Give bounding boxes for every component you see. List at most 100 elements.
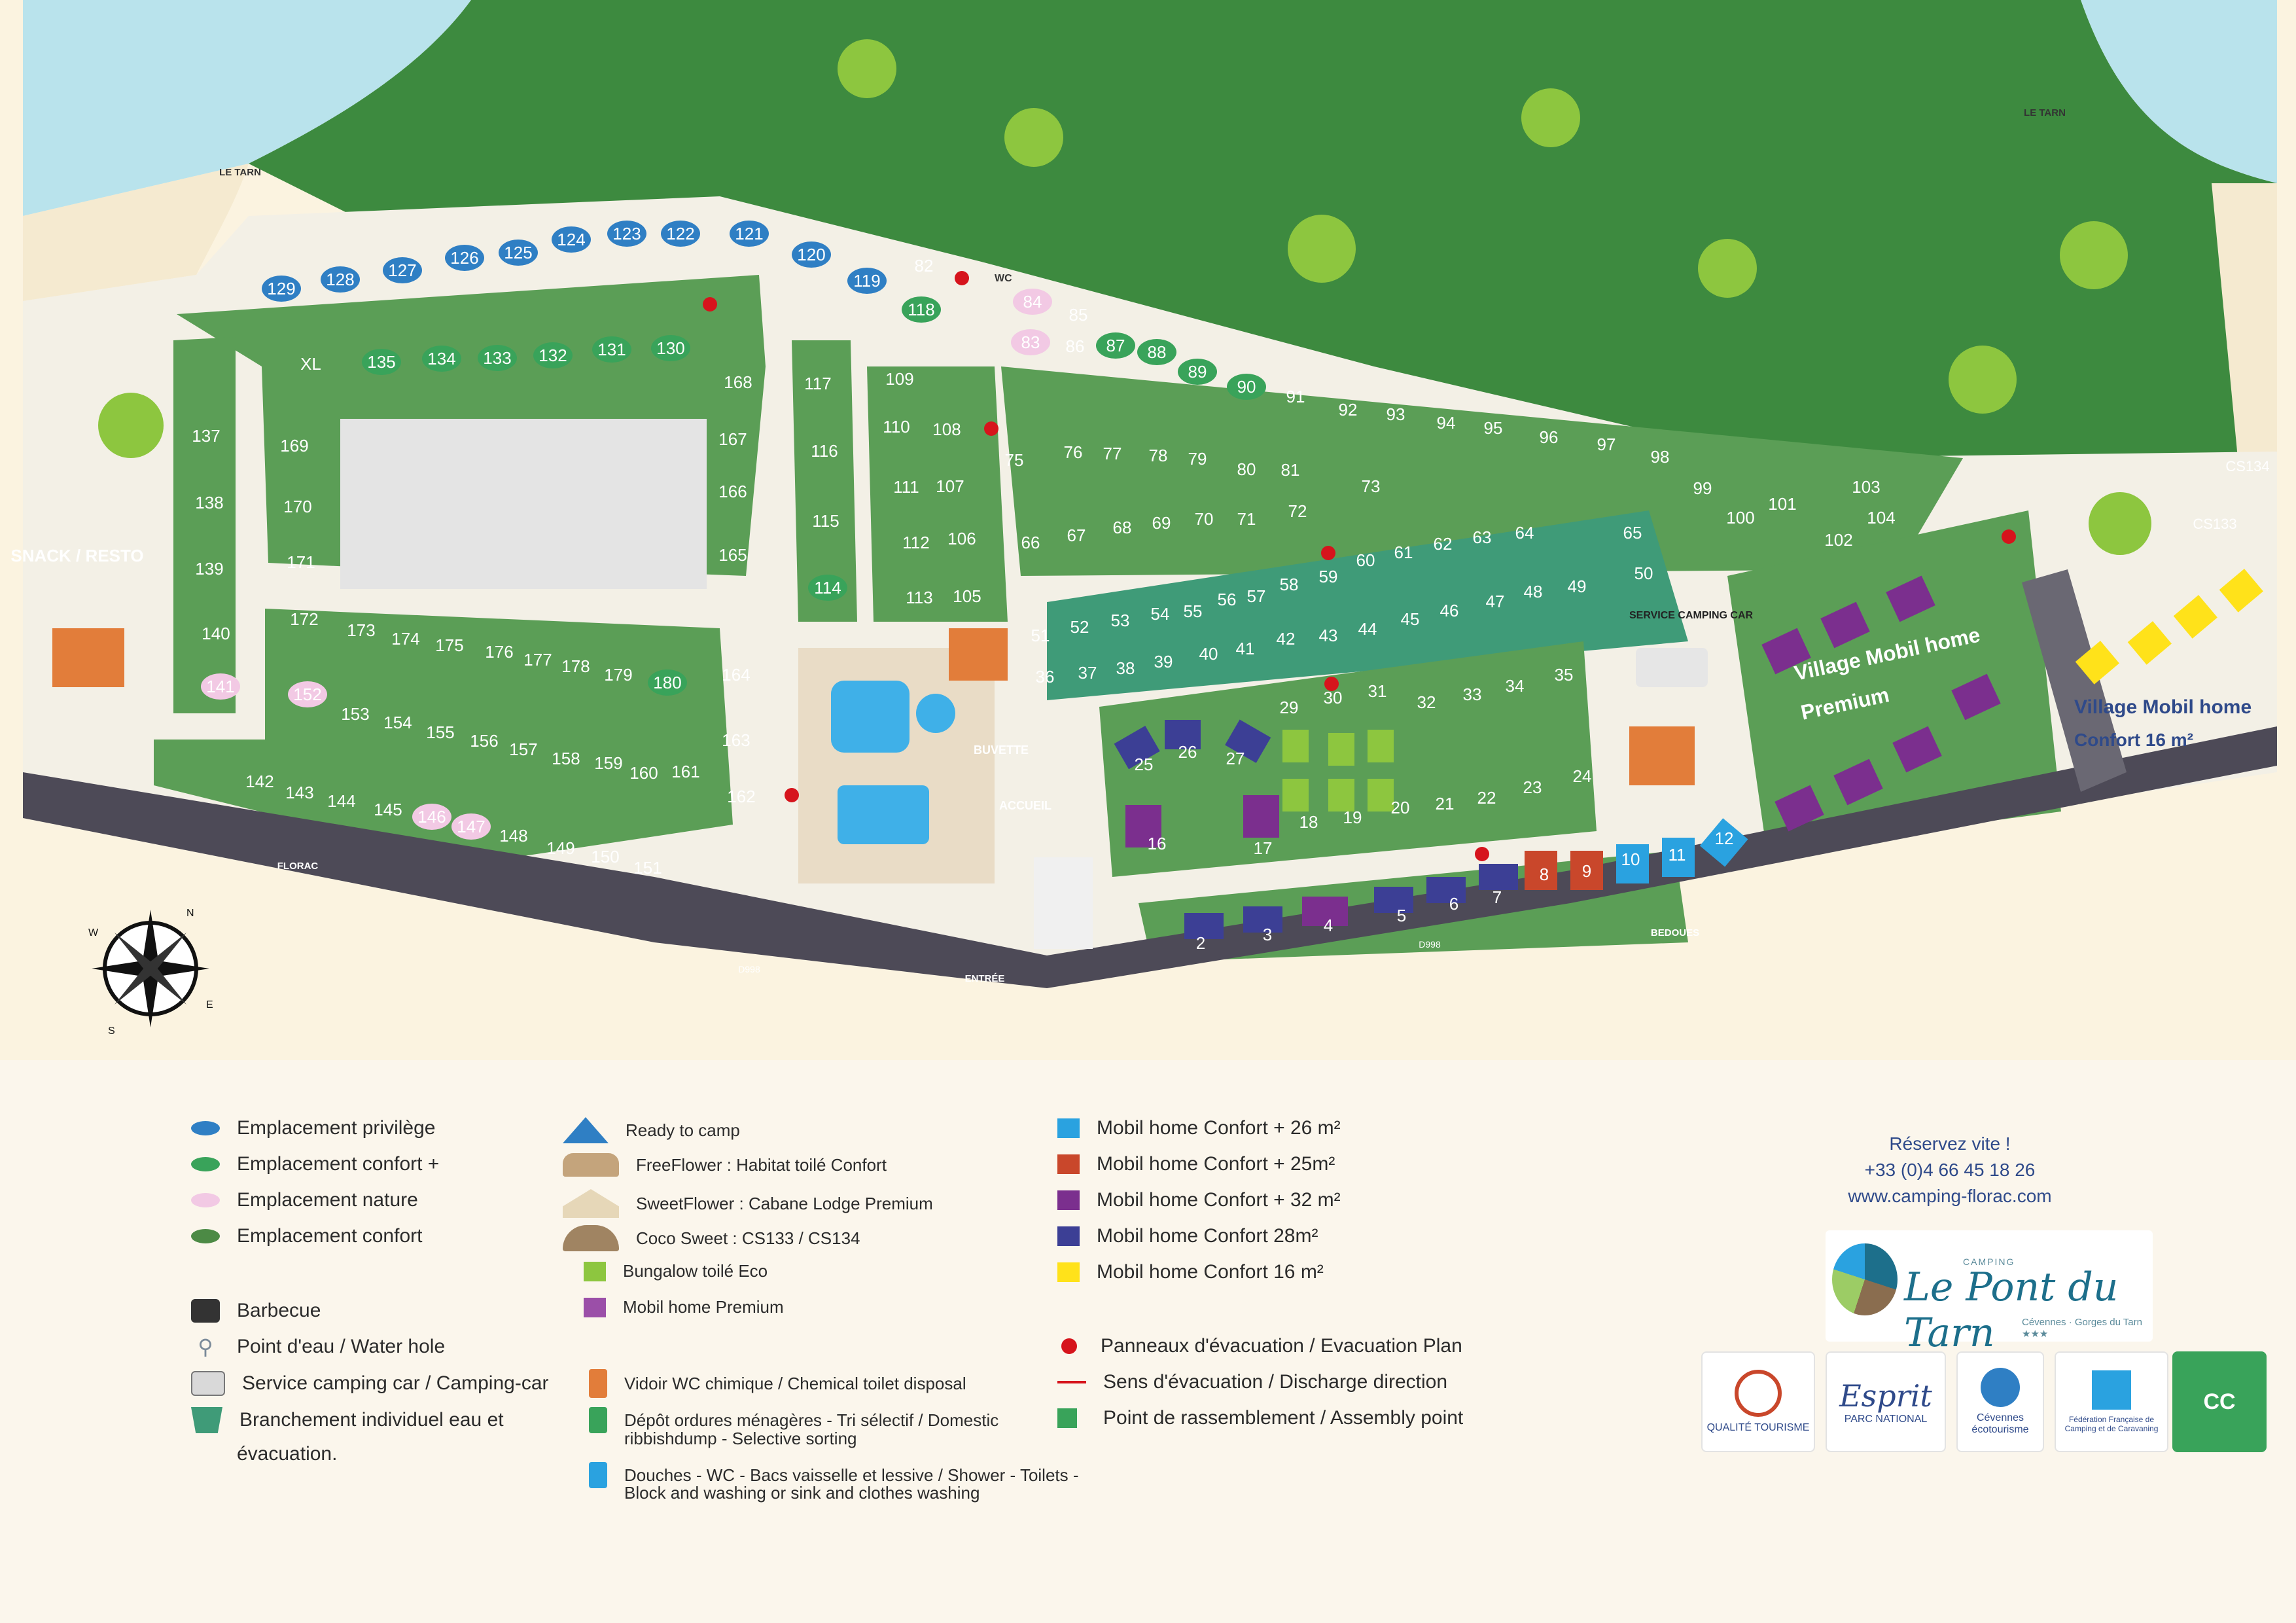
legend-vidoir: Vidoir WC chimique / Chemical toilet dis… bbox=[589, 1369, 966, 1398]
compass-n: N bbox=[186, 908, 194, 919]
pitch-number: 98 bbox=[1651, 447, 1670, 467]
contact-phone[interactable]: +33 (0)4 66 45 18 26 bbox=[1864, 1160, 2036, 1180]
pitch-171: 171 bbox=[287, 552, 315, 572]
pitch-number: 128 bbox=[326, 270, 354, 289]
pitch-number: 56 bbox=[1218, 590, 1237, 609]
pitch-number: 133 bbox=[483, 348, 511, 368]
pitch-123: 123 bbox=[607, 221, 646, 247]
pitch-94: 94 bbox=[1437, 413, 1456, 433]
accueil-building bbox=[1034, 857, 1093, 949]
evacuation-arrow-icon bbox=[1057, 1381, 1086, 1383]
pitch-number: 17 bbox=[1254, 838, 1273, 858]
pitch-number: 94 bbox=[1437, 413, 1456, 433]
legend-assembly: Point de rassemblement / Assembly point bbox=[1057, 1407, 1463, 1429]
pitch-172: 172 bbox=[290, 609, 318, 629]
pitch-number: 124 bbox=[557, 230, 585, 249]
contact-website[interactable]: www.camping-florac.com bbox=[1848, 1186, 2052, 1206]
zone-center-2 bbox=[867, 366, 1008, 622]
pitch-135: 135 bbox=[362, 349, 401, 375]
barbecue-icon bbox=[191, 1299, 220, 1323]
pitch-number: 135 bbox=[367, 352, 395, 372]
tarn-label-right: LE TARN bbox=[2024, 107, 2066, 118]
pitch-69: 69 bbox=[1152, 513, 1171, 533]
pitch-169: 169 bbox=[280, 436, 308, 455]
pitch-8: 8 bbox=[1540, 865, 1549, 884]
badge-label: CC bbox=[2203, 1389, 2236, 1414]
pitch-108: 108 bbox=[932, 419, 961, 439]
pitch-number: 59 bbox=[1319, 567, 1338, 586]
pitch-number: 99 bbox=[1693, 478, 1712, 498]
legend-label: Sens d'évacuation / Discharge direction bbox=[1103, 1371, 1448, 1393]
pitch-number: 109 bbox=[885, 369, 913, 389]
contact-reserve: Réservez vite ! bbox=[1889, 1133, 2011, 1154]
pitch-72: 72 bbox=[1288, 501, 1307, 521]
pitch-number: 92 bbox=[1339, 400, 1358, 419]
mh25-icon bbox=[1057, 1154, 1080, 1174]
legend-bungalow: Bungalow toilé Eco bbox=[563, 1261, 768, 1281]
legend-nature: Emplacement nature bbox=[191, 1189, 418, 1211]
pitch-number: 127 bbox=[388, 260, 416, 280]
pitch-number: 120 bbox=[797, 245, 825, 264]
pitch-marker bbox=[1013, 289, 1052, 315]
pitch-number: 150 bbox=[591, 847, 619, 866]
pitch-133: 133 bbox=[478, 345, 517, 371]
pitch-137: 137 bbox=[192, 426, 220, 446]
pitch-24: 24 bbox=[1573, 766, 1592, 786]
pitch-number: 179 bbox=[604, 665, 632, 685]
pitch-4: 4 bbox=[1324, 916, 1333, 935]
pitch-130: 130 bbox=[651, 335, 690, 361]
pitch-number: 116 bbox=[811, 441, 838, 461]
pitch-number: 45 bbox=[1401, 609, 1420, 629]
pitch-7: 7 bbox=[1492, 887, 1502, 907]
legend-label: Douches - WC - Bacs vaisselle et lessive… bbox=[624, 1465, 1079, 1485]
pitch-93: 93 bbox=[1386, 404, 1405, 424]
pitch-67: 67 bbox=[1067, 526, 1086, 545]
pitch-160: 160 bbox=[629, 763, 658, 783]
pitch-marker bbox=[533, 342, 573, 368]
pitch-number: 141 bbox=[206, 677, 234, 696]
pitch-number: 7 bbox=[1492, 887, 1502, 907]
pitch-number: 62 bbox=[1434, 534, 1453, 554]
pitch-number: 64 bbox=[1515, 523, 1534, 543]
pitch-number: 79 bbox=[1188, 449, 1207, 469]
pitch-number: 61 bbox=[1394, 543, 1413, 562]
pitch-58: 58 bbox=[1280, 575, 1299, 594]
pitch-141: 141 bbox=[201, 673, 240, 700]
pitch-number: 37 bbox=[1078, 663, 1097, 683]
pitch-145: 145 bbox=[374, 800, 402, 819]
pitch-48: 48 bbox=[1524, 582, 1543, 601]
pitch-26: 26 bbox=[1178, 742, 1197, 762]
sports-field bbox=[340, 419, 707, 589]
legend-confort-plus: Emplacement confort + bbox=[191, 1153, 439, 1175]
village-path bbox=[2022, 569, 2127, 792]
pitch-19: 19 bbox=[1343, 808, 1362, 827]
brand-logo: CAMPING Le Pont du Tarn Cévennes · Gorge… bbox=[1826, 1230, 2153, 1356]
pitch-153: 153 bbox=[341, 704, 369, 724]
service-camping-car-label: SERVICE CAMPING CAR bbox=[1629, 610, 1754, 621]
pitch-number: 161 bbox=[671, 762, 699, 781]
pitch-49: 49 bbox=[1568, 577, 1587, 596]
legend-label: Point d'eau / Water hole bbox=[237, 1336, 446, 1357]
pitch-number: 97 bbox=[1597, 435, 1616, 454]
pitch-106: 106 bbox=[947, 529, 976, 548]
road-d998 bbox=[23, 726, 2277, 988]
pitch-105: 105 bbox=[953, 586, 981, 606]
pitch-125: 125 bbox=[499, 240, 538, 266]
pitch-102: 102 bbox=[1824, 530, 1852, 550]
pitch-47: 47 bbox=[1486, 592, 1505, 611]
pitch-number: 164 bbox=[722, 665, 750, 685]
logo-tagline: Cévennes · Gorges du Tarn ★★★ bbox=[2022, 1317, 2142, 1340]
pitch-number: 6 bbox=[1449, 894, 1458, 914]
contact-block: Réservez vite ! +33 (0)4 66 45 18 26 www… bbox=[1780, 1131, 2120, 1209]
pitch-XL: XL bbox=[300, 354, 321, 374]
pitch-number: 122 bbox=[666, 224, 694, 243]
pitch-number: 52 bbox=[1070, 617, 1089, 637]
pitch-number: 58 bbox=[1280, 575, 1299, 594]
pitch-marker bbox=[648, 669, 687, 696]
pitch-33: 33 bbox=[1463, 685, 1482, 704]
pitch-146: 146 bbox=[412, 804, 451, 830]
pitch-79: 79 bbox=[1188, 449, 1207, 469]
legend-water: ⚲Point d'eau / Water hole bbox=[191, 1335, 445, 1359]
grass-hill bbox=[249, 0, 2277, 537]
pitch-134: 134 bbox=[422, 346, 461, 372]
